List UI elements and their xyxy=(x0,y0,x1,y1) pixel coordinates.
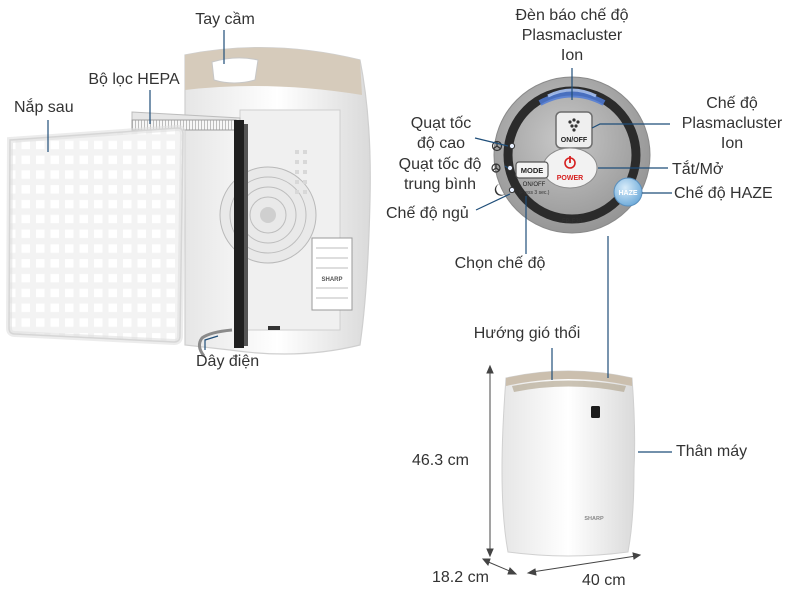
fan-high-line1: Quạt tốc xyxy=(410,115,472,132)
height-dimension-label: 46.3 cm xyxy=(412,452,469,469)
power-label: Tắt/Mở xyxy=(672,161,724,178)
model-label: FP-F30 xyxy=(562,219,583,225)
fan-medium-icon xyxy=(491,163,501,173)
fan-high-label: Quạt tốc độ cao xyxy=(398,114,484,154)
plasma-indicator-line1: Đèn báo chế độ xyxy=(515,7,629,24)
fan-high-indicator xyxy=(491,140,516,152)
haze-button[interactable]: HAZE xyxy=(613,177,643,207)
mode-button[interactable]: MODE ON/OFF (Press 3 sec.) xyxy=(515,161,550,196)
body-label: Thân máy xyxy=(676,443,748,460)
leader-lines xyxy=(47,30,672,453)
power-button[interactable]: POWER xyxy=(542,147,598,189)
plasma-indicator-line3: Ion xyxy=(560,47,584,64)
fan-medium-line1: Quạt tốc độ xyxy=(398,156,482,173)
hepa-filter-label: Bộ lọc HEPA xyxy=(88,71,180,88)
front-brand-logo: SHARP xyxy=(584,516,604,522)
air-direction-label: Hướng gió thổi xyxy=(473,325,581,342)
handle-recess xyxy=(211,57,259,84)
fan-medium-line2: trung bình xyxy=(403,176,477,193)
plasma-mode-line1: Chế độ xyxy=(706,95,758,112)
plasma-mode-line3: Ion xyxy=(720,135,744,152)
rating-label-brand: SHARP xyxy=(321,277,342,283)
fan-medium-label: Quạt tốc độ trung bình xyxy=(380,155,500,195)
plasmacluster-icon xyxy=(568,118,580,132)
fan-high-line2: độ cao xyxy=(416,135,466,152)
mode-button-label: MODE xyxy=(521,166,544,175)
plasmacluster-logo xyxy=(591,406,600,418)
depth-dimension-label: 18.2 cm xyxy=(432,569,489,586)
mode-hint-text: (Press 3 sec.) xyxy=(519,190,550,196)
sleep-indicator xyxy=(494,184,516,196)
mode-onoff-text: ON/OFF xyxy=(523,182,546,188)
power-cord xyxy=(197,328,233,357)
width-dimension-label: 40 cm xyxy=(582,572,626,589)
plasmacluster-button-label: ON/OFF xyxy=(561,137,588,144)
unit-rear-view: SHARP xyxy=(184,46,371,355)
plasma-mode-label: Chế độ Plasmacluster Ion xyxy=(666,94,798,154)
back-cover-grid xyxy=(5,124,187,346)
plasma-mode-line2: Plasmacluster xyxy=(681,115,783,132)
handle-label: Tay cầm xyxy=(195,11,255,28)
haze-mode-label: Chế độ HAZE xyxy=(674,185,773,202)
plasma-indicator-label: Đèn báo chế độ Plasmacluster Ion xyxy=(492,6,652,66)
haze-button-label: HAZE xyxy=(618,190,637,197)
power-cord-label: Dây điện xyxy=(196,353,260,370)
power-icon xyxy=(564,156,576,169)
back-cover-label: Nắp sau xyxy=(14,99,74,116)
moon-icon xyxy=(494,184,505,196)
plasmacluster-onoff-button[interactable]: ON/OFF xyxy=(555,111,593,149)
mode-select-label: Chọn chế độ xyxy=(454,255,546,272)
power-button-label: POWER xyxy=(557,175,583,182)
unit-front-view: SHARP xyxy=(501,370,636,557)
sleep-mode-label: Chế độ ngủ xyxy=(386,205,469,222)
dimension-lines xyxy=(481,364,642,576)
plasma-indicator-line2: Plasmacluster xyxy=(521,27,623,44)
